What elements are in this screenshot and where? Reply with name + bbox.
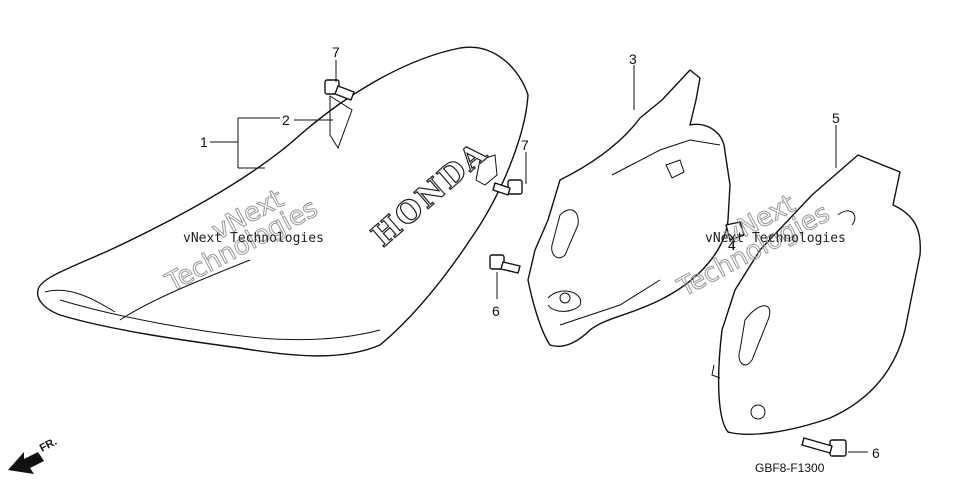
- callout-7-mid: 7: [521, 137, 529, 153]
- front-label: FR.: [38, 436, 59, 455]
- diagram-code: GBF8-F1300: [755, 461, 825, 475]
- front-direction-arrow: FR.: [8, 436, 59, 474]
- callout-6-right: 6: [872, 445, 880, 461]
- callout-6-left: 6: [492, 303, 500, 319]
- callout-2: 2: [282, 112, 290, 128]
- callout-1: 1: [200, 134, 208, 150]
- callout-3: 3: [629, 51, 637, 67]
- callout-5: 5: [832, 110, 840, 126]
- side-cover-inner: [527, 69, 731, 347]
- bolt-7-top: [324, 79, 355, 101]
- grommet-4: [725, 221, 745, 241]
- bolt-7-mid: [492, 179, 523, 196]
- side-cover-outer: [711, 154, 922, 436]
- bolt-6-left: [489, 254, 521, 274]
- bolt-6-right: [801, 437, 847, 457]
- leader-lines: [210, 60, 868, 453]
- seat: HONDA: [36, 46, 529, 357]
- callout-7-top: 7: [332, 44, 340, 60]
- callout-4: 4: [728, 237, 736, 253]
- watermark-small: vNext Technologies: [183, 231, 324, 246]
- watermark-small: vNext Technologies: [705, 231, 846, 246]
